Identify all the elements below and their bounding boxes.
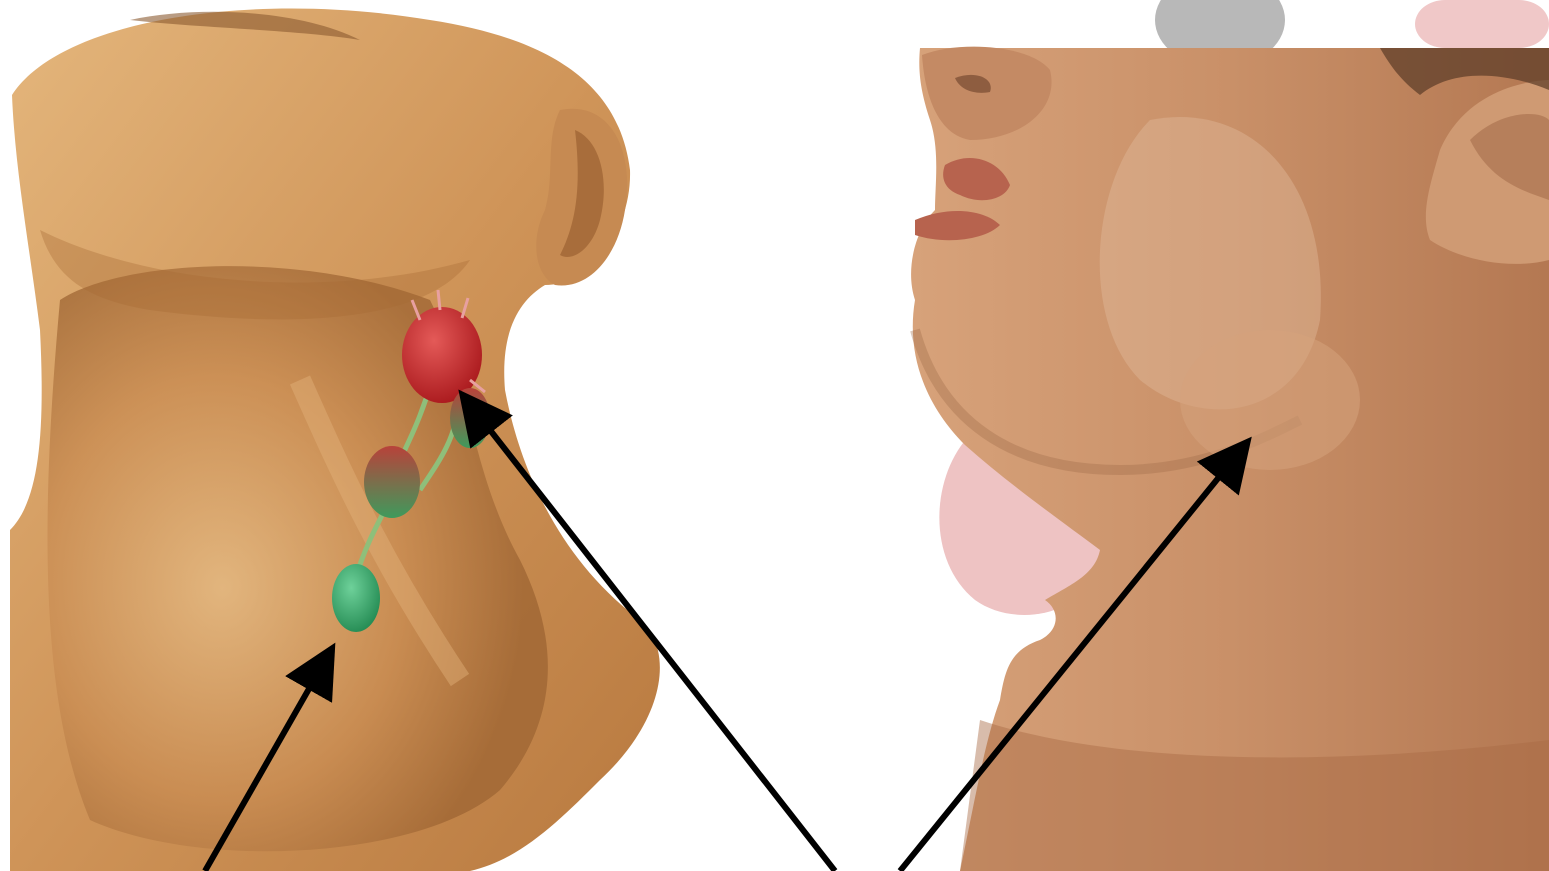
- lymph-node-mid: [364, 446, 420, 518]
- swollen-area: [1180, 330, 1360, 470]
- illustrated-neck-panel: [10, 9, 660, 871]
- pink-blob-top: [1415, 0, 1549, 48]
- lymph-node-normal: [332, 564, 380, 632]
